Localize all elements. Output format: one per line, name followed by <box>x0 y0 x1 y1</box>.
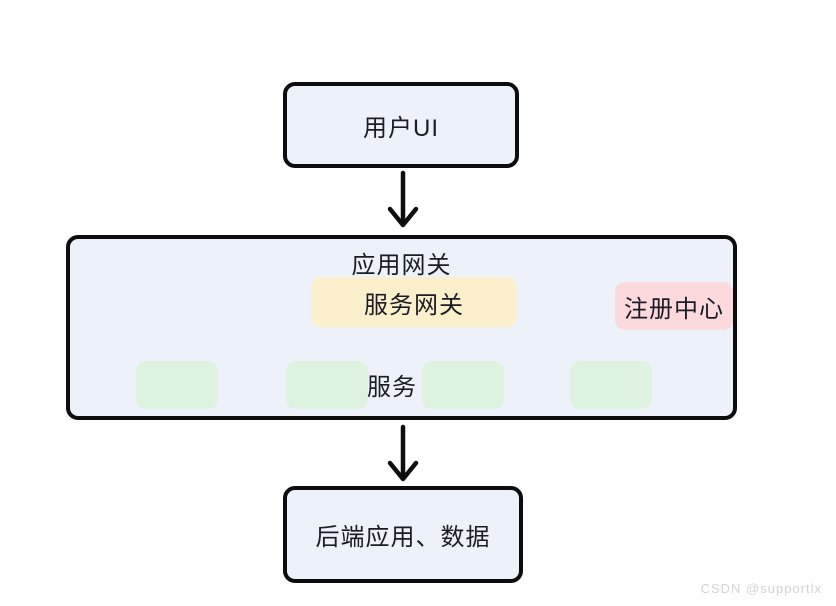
arrow-gateway-to-backend <box>383 424 423 486</box>
node-user-ui: 用户UI <box>283 82 519 168</box>
watermark: CSDN @supportlx <box>700 581 822 596</box>
chip-registry-center: 注册中心 <box>615 282 733 330</box>
node-backend-label: 后端应用、数据 <box>315 524 491 551</box>
registry-center-label: 注册中心 <box>624 295 724 323</box>
service-slot <box>422 361 504 409</box>
node-user-ui-label: 用户UI <box>363 114 439 142</box>
services-label: 服务 <box>367 374 417 401</box>
service-slot <box>136 361 218 409</box>
chip-service-gateway: 服务网关 <box>311 277 517 327</box>
node-backend: 后端应用、数据 <box>283 486 523 583</box>
app-gateway-title: 应用网关 <box>351 252 452 279</box>
service-slot <box>570 361 652 409</box>
node-app-gateway: 应用网关 服务网关 注册中心 服务 <box>66 235 737 420</box>
down-arrow-icon <box>387 170 419 228</box>
down-arrow-icon <box>387 424 419 482</box>
arrow-user-to-gateway <box>383 170 423 232</box>
service-slot <box>286 361 368 409</box>
service-gateway-label: 服务网关 <box>364 291 464 319</box>
